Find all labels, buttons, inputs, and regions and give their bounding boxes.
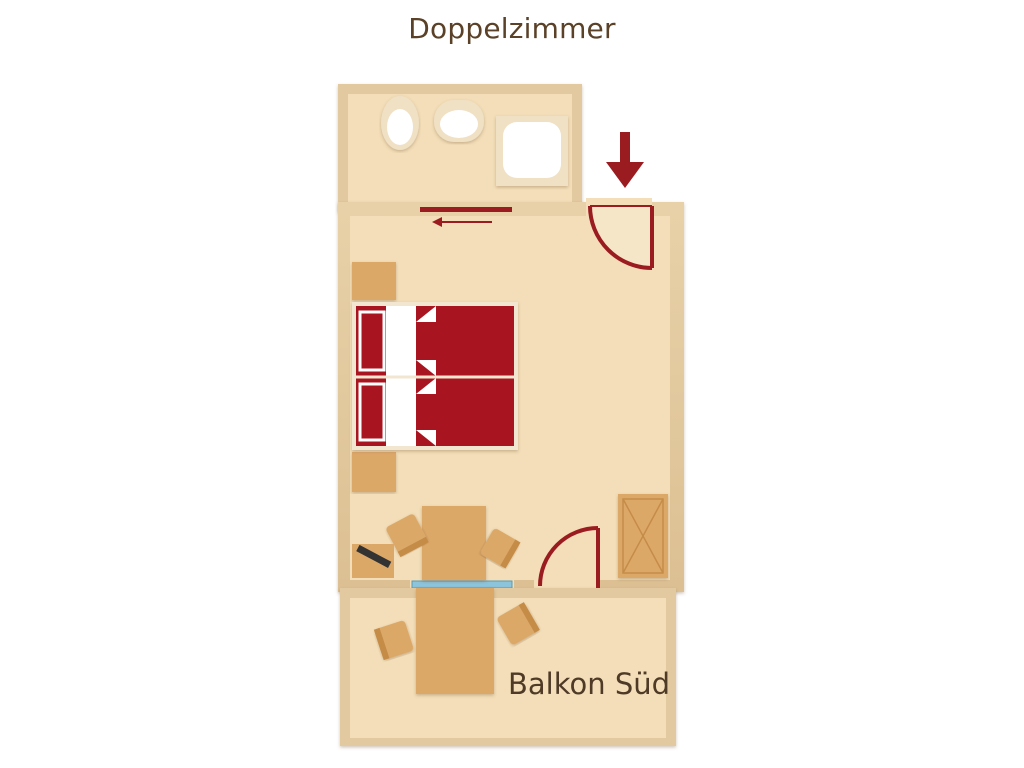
chair [373,620,414,661]
balcony-table [416,588,494,694]
wardrobe-icon [618,494,668,578]
sink-icon [381,96,419,150]
balcony-label: Balkon Süd [508,667,671,701]
table [422,506,486,580]
balcony-door [538,526,600,588]
bathroom [338,84,582,212]
shower-tray-icon [496,116,568,186]
chair [386,514,429,558]
sliding-door-arrow-icon [432,217,492,227]
double-bed-icon [352,302,518,450]
chair [480,528,521,569]
entrance-door [588,205,654,270]
sliding-door [420,207,512,212]
toilet-icon [434,100,484,142]
entrance-arrow-icon [606,132,644,188]
television-icon [352,544,394,578]
chair [497,602,540,645]
balcony [340,588,676,746]
window [411,580,513,589]
nightstand [352,262,396,300]
page-title: Doppelzimmer [408,12,616,45]
nightstand [352,452,396,492]
